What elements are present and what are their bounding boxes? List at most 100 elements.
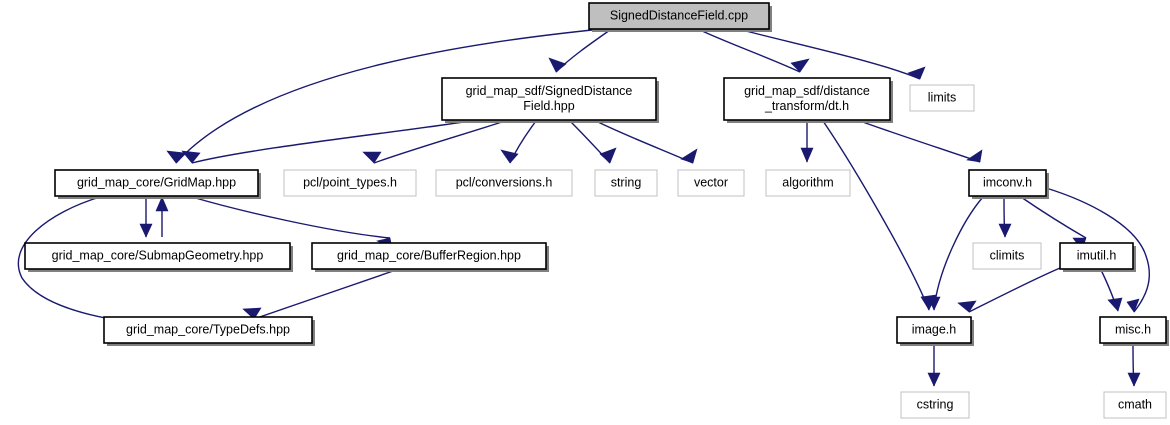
arrowhead-icon bbox=[680, 148, 698, 164]
node-rect[interactable] bbox=[24, 242, 291, 270]
node-dth[interactable]: grid_map_sdf/distance_transform/dt.h bbox=[723, 77, 893, 123]
node-rect[interactable] bbox=[968, 169, 1047, 197]
node-label: misc.h bbox=[1115, 322, 1151, 336]
arrowhead-icon bbox=[1126, 298, 1140, 313]
arrowhead-icon bbox=[1127, 372, 1141, 387]
node-rect[interactable] bbox=[283, 169, 417, 197]
node-submap[interactable]: grid_map_core/SubmapGeometry.hpp bbox=[24, 242, 293, 272]
node-cmath[interactable]: cmath bbox=[1103, 391, 1167, 419]
node-label: climits bbox=[990, 248, 1025, 262]
node-climits[interactable]: climits bbox=[972, 242, 1042, 270]
node-gridmap[interactable]: grid_map_core/GridMap.hpp bbox=[54, 169, 261, 199]
node-root[interactable]: SignedDistanceField.cpp bbox=[588, 2, 772, 32]
edge-submap-to-gridmap bbox=[155, 196, 169, 237]
node-rect[interactable] bbox=[972, 242, 1042, 270]
node-rect[interactable] bbox=[1099, 316, 1167, 344]
node-rect[interactable] bbox=[896, 316, 972, 344]
edge-imconv-to-misc bbox=[1045, 187, 1150, 313]
node-rect[interactable] bbox=[441, 77, 657, 121]
node-label: SignedDistanceField.cpp bbox=[610, 8, 748, 22]
edge-imconv-to-climits bbox=[998, 196, 1012, 238]
node-imconv[interactable]: imconv.h bbox=[968, 169, 1049, 199]
node-label: image.h bbox=[912, 322, 957, 336]
node-label: Field.hpp bbox=[523, 99, 574, 113]
node-label: grid_map_sdf/SignedDistance bbox=[466, 84, 633, 98]
node-rect[interactable] bbox=[594, 169, 658, 197]
edge-gridmap-to-submap bbox=[139, 197, 153, 238]
edge-imconv-to-image bbox=[927, 196, 984, 311]
edge-imconv-to-imutil bbox=[1020, 196, 1087, 251]
node-vector[interactable]: vector bbox=[677, 169, 745, 197]
arrowhead-icon bbox=[362, 151, 382, 164]
node-label: imutil.h bbox=[1077, 248, 1117, 262]
edge-root-to-sdfhpp bbox=[548, 29, 611, 73]
arrowhead-icon bbox=[599, 147, 617, 164]
edge-sdfhpp-to-pointtypes bbox=[362, 120, 506, 164]
arrowhead-icon bbox=[927, 296, 941, 311]
arrowhead-icon bbox=[966, 149, 983, 163]
node-rect[interactable] bbox=[588, 2, 770, 30]
edge-gridmap-to-buffer bbox=[191, 196, 393, 249]
node-algorithm[interactable]: algorithm bbox=[765, 169, 851, 197]
arrowhead-icon bbox=[242, 307, 262, 320]
node-typedefs[interactable]: grid_map_core/TypeDefs.hpp bbox=[103, 316, 315, 346]
node-image[interactable]: image.h bbox=[896, 316, 974, 346]
edge-imutil-to-image bbox=[957, 267, 1061, 313]
node-label: grid_map_core/SubmapGeometry.hpp bbox=[52, 248, 264, 262]
node-rect[interactable] bbox=[435, 169, 573, 197]
node-label: vector bbox=[694, 175, 728, 189]
node-rect[interactable] bbox=[1103, 391, 1167, 419]
node-rect[interactable] bbox=[900, 391, 970, 419]
edge-dth-to-imconv bbox=[859, 120, 983, 163]
node-conversions[interactable]: pcl/conversions.h bbox=[435, 169, 573, 197]
arrowhead-icon bbox=[1107, 297, 1123, 312]
arrowhead-icon bbox=[927, 372, 941, 387]
node-label: imconv.h bbox=[983, 175, 1032, 189]
node-misc[interactable]: misc.h bbox=[1099, 316, 1169, 346]
edge-imutil-to-misc bbox=[1100, 269, 1123, 312]
node-rect[interactable] bbox=[54, 169, 259, 197]
arrowhead-icon bbox=[790, 58, 810, 73]
node-rect[interactable] bbox=[1059, 242, 1134, 270]
node-rect[interactable] bbox=[909, 84, 975, 112]
edge-dth-to-image bbox=[822, 120, 937, 311]
node-label: cstring bbox=[917, 397, 954, 411]
arrowhead-icon bbox=[907, 66, 926, 80]
node-label: grid_map_core/TypeDefs.hpp bbox=[126, 322, 290, 336]
node-label: grid_map_core/GridMap.hpp bbox=[77, 175, 236, 189]
arrowhead-icon bbox=[181, 150, 201, 164]
node-label: limits bbox=[928, 90, 956, 104]
edge-sdfhpp-to-vector bbox=[595, 120, 698, 164]
edge-sdfhpp-to-string bbox=[569, 120, 617, 164]
node-buffer[interactable]: grid_map_core/BufferRegion.hpp bbox=[311, 242, 549, 272]
edge-buffer-to-typedefs bbox=[242, 269, 397, 320]
node-label: _transform/dt.h bbox=[764, 99, 849, 113]
edge-sdfhpp-to-gridmap bbox=[181, 120, 471, 164]
edge-root-to-gridmap bbox=[166, 29, 593, 164]
node-sdfhpp[interactable]: grid_map_sdf/SignedDistanceField.hpp bbox=[441, 77, 659, 123]
arrowhead-icon bbox=[548, 57, 567, 73]
node-layer: SignedDistanceField.cpp grid_map_sdf/Sign… bbox=[24, 2, 1169, 419]
node-rect[interactable] bbox=[765, 169, 851, 197]
node-string[interactable]: string bbox=[594, 169, 658, 197]
node-label: grid_map_sdf/distance bbox=[744, 84, 870, 98]
node-rect[interactable] bbox=[677, 169, 745, 197]
node-label: algorithm bbox=[782, 175, 833, 189]
arrowhead-icon bbox=[957, 300, 977, 313]
arrowhead-icon bbox=[139, 223, 153, 238]
arrowhead-icon bbox=[166, 150, 186, 164]
node-limits[interactable]: limits bbox=[909, 84, 975, 112]
node-pointtypes[interactable]: pcl/point_types.h bbox=[283, 169, 417, 197]
edge-image-to-cstring bbox=[927, 343, 941, 387]
node-rect[interactable] bbox=[723, 77, 891, 121]
arrowhead-icon bbox=[998, 223, 1012, 238]
edge-root-to-dth bbox=[699, 29, 810, 73]
node-rect[interactable] bbox=[311, 242, 547, 270]
node-rect[interactable] bbox=[103, 316, 313, 344]
node-imutil[interactable]: imutil.h bbox=[1059, 242, 1136, 272]
arrowhead-icon bbox=[800, 147, 814, 163]
edge-misc-to-cmath bbox=[1127, 343, 1141, 387]
node-cstring[interactable]: cstring bbox=[900, 391, 970, 419]
